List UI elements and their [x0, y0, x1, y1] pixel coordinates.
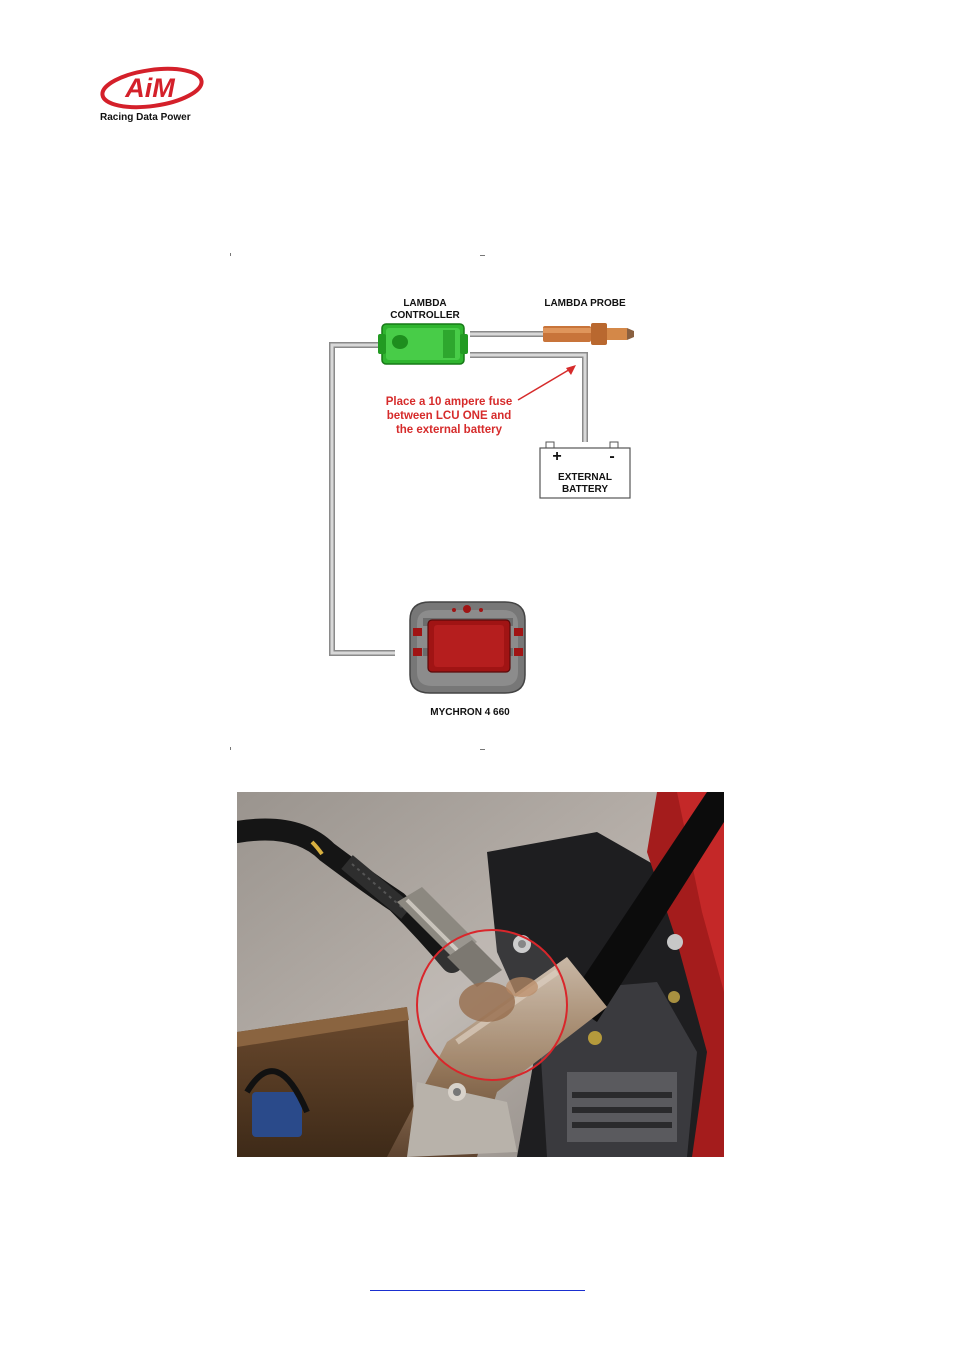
lambda-controller-label: LAMBDA CONTROLLER [390, 298, 460, 321]
installation-photo [237, 792, 724, 1157]
wiring-diagram: LAMBDA CONTROLLER LAMBDA PROBE Place a 1… [300, 290, 660, 730]
mychron-label: MYCHRON 4 660 [430, 707, 510, 718]
logo-wordmark: AiM [124, 73, 175, 103]
lambda-probe [543, 323, 634, 345]
crop-mark [230, 747, 231, 750]
aim-logo: AiM Racing Data Power [100, 66, 210, 130]
highlight-circle [416, 929, 568, 1081]
footer-link[interactable] [370, 1287, 585, 1291]
crop-mark [480, 255, 485, 256]
lambda-controller [378, 323, 468, 365]
fuse-note: Place a 10 ampere fuse between LCU ONE a… [385, 396, 513, 436]
lambda-probe-label: LAMBDA PROBE [544, 298, 626, 309]
logo-tagline: Racing Data Power [100, 112, 191, 123]
battery-label: EXTERNAL BATTERY [558, 472, 612, 495]
crop-mark [230, 253, 231, 256]
cable-controller-to-battery [470, 352, 588, 442]
crop-mark [480, 749, 485, 750]
mychron-logger [409, 601, 526, 694]
battery-plus-sign: + [552, 448, 562, 465]
fuse-arrow [517, 365, 576, 401]
external-battery [539, 441, 631, 499]
cable-controller-to-logger [329, 342, 395, 656]
battery-minus-sign: - [609, 448, 615, 465]
aim-logo-mark: AiM [100, 66, 204, 110]
